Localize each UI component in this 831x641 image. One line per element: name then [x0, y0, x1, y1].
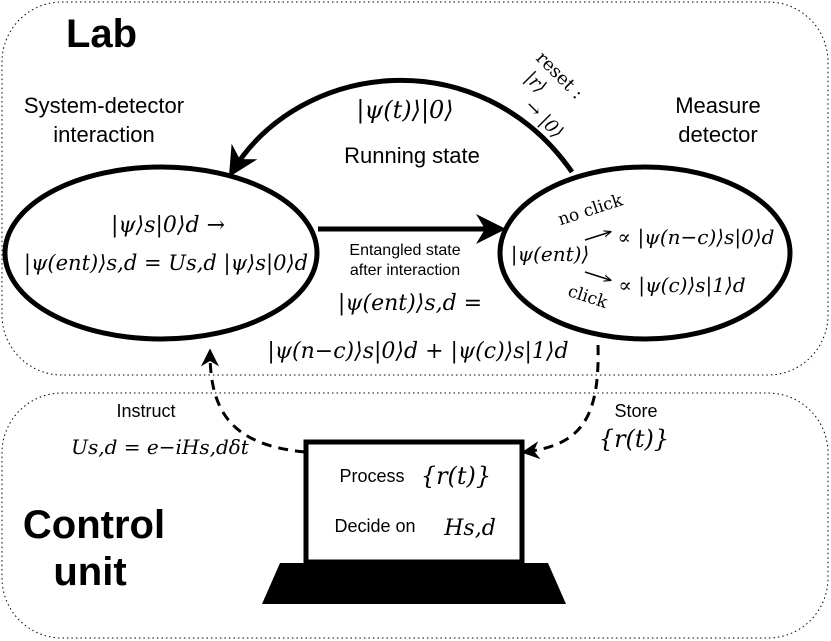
entangled-formula-line1: |ψ(ent)⟩s,d = — [338, 291, 482, 316]
measure-heading-line1: Measure — [675, 93, 761, 118]
control-title-line2: unit — [53, 550, 126, 594]
interaction-formula-line2: |ψ(ent)⟩s,d = Us,d |ψ⟩s|0⟩d — [24, 251, 308, 276]
store-label: Store — [614, 401, 657, 421]
click-arrow — [584, 271, 610, 280]
process-label: Process — [339, 466, 404, 486]
computer-base — [262, 563, 566, 604]
reset-arrow — [228, 78, 575, 178]
no-click-result: ∝ |ψ(n−c)⟩s|0⟩d — [618, 225, 775, 250]
process-formula: {r(t)} — [421, 462, 491, 490]
running-state-label: Running state — [344, 143, 480, 168]
entangled-formula-line2: |ψ(n−c)⟩s|0⟩d + |ψ(c)⟩s|1⟩d — [267, 339, 568, 364]
interaction-ellipse — [2, 164, 320, 342]
store-formula: {r(t)} — [599, 425, 669, 453]
control-title-line1: Control — [23, 503, 165, 547]
store-arrow — [521, 344, 600, 460]
click-result: ∝ |ψ(c)⟩s|1⟩d — [618, 273, 745, 298]
lab-title: Lab — [66, 12, 137, 56]
interaction-heading-line1: System-detector — [24, 93, 184, 118]
entangled-caption-line2: after interaction — [350, 262, 460, 279]
interaction-heading-line2: interaction — [53, 122, 155, 147]
entangled-caption-line1: Entangled state — [349, 242, 460, 259]
measure-psi: |ψ(ent)⟩ — [511, 242, 590, 267]
instruct-label: Instruct — [116, 401, 175, 421]
psi-zero-label: |ψ(t)⟩|0⟩ — [356, 96, 453, 125]
instruct-formula: Us,d = e−iHs,dδt — [71, 435, 250, 459]
decide-label: Decide on — [334, 516, 415, 536]
no-click-arrow — [584, 232, 610, 241]
measure-ellipse — [497, 164, 793, 342]
interaction-formula-line1: |ψ⟩s|0⟩d → — [111, 213, 225, 238]
computer-monitor — [303, 439, 525, 565]
decide-formula: Hs,d — [443, 516, 496, 541]
control-unit-region — [1, 392, 829, 639]
instruct-arrow — [201, 348, 306, 454]
measure-heading-line2: detector — [678, 122, 758, 147]
